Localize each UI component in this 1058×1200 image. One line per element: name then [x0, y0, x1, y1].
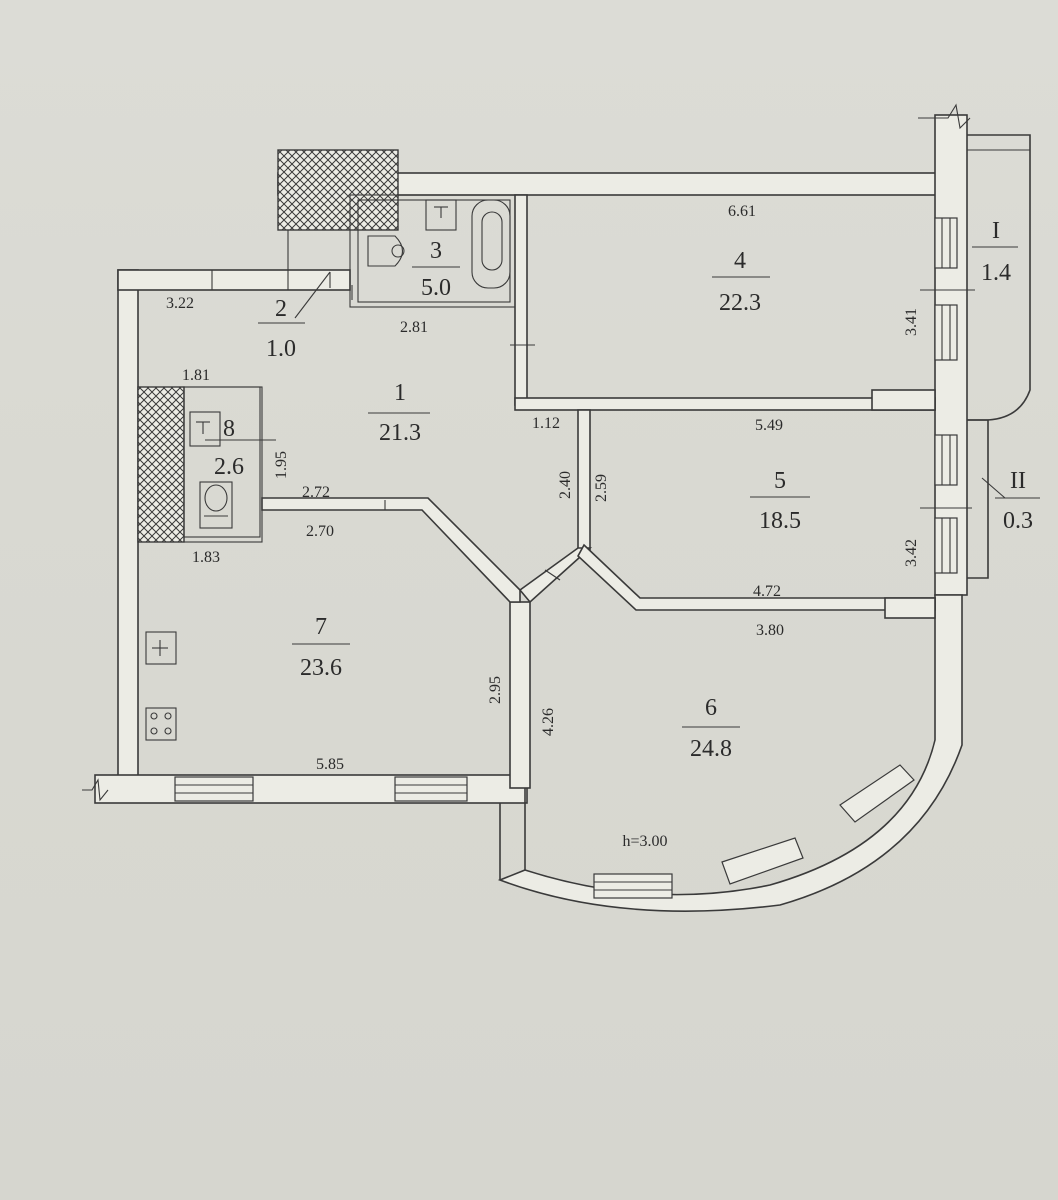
room-5-number: 5	[774, 468, 786, 494]
room-8-area: 2.6	[214, 454, 244, 480]
dim-4-26: 4.26	[540, 708, 557, 736]
dim-1-12: 1.12	[532, 415, 560, 432]
dim-1-81: 1.81	[182, 367, 210, 384]
dim-1-83: 1.83	[192, 549, 220, 566]
room-7-area: 23.6	[300, 655, 342, 681]
room-2-number: 2	[275, 296, 287, 322]
dim-2-81: 2.81	[400, 319, 428, 336]
dim-3-80: 3.80	[756, 622, 784, 639]
room-8-number: 8	[223, 416, 235, 442]
room-4-area: 22.3	[719, 290, 761, 316]
dim-2-72: 2.72	[302, 484, 330, 501]
balcony-I	[920, 134, 1031, 421]
dim-1-95: 1.95	[273, 451, 290, 479]
room-7-number: 7	[315, 614, 327, 640]
balcony-II	[920, 419, 1006, 579]
dim-3-42: 3.42	[903, 539, 920, 567]
dim-3-41: 3.41	[903, 308, 920, 336]
dim-4-72: 4.72	[753, 583, 781, 600]
balcony-I-number: I	[992, 218, 1000, 244]
break-mark-left	[82, 778, 109, 802]
balcony-II-number: II	[1010, 468, 1026, 494]
room-1-number: 1	[394, 380, 406, 406]
windows	[174, 217, 958, 899]
dim-5-49: 5.49	[755, 417, 783, 434]
room-2-area: 1.0	[266, 336, 296, 362]
room-6-number: 6	[705, 695, 717, 721]
balcony-II-area: 0.3	[1003, 508, 1033, 534]
room-5-area: 18.5	[759, 508, 801, 534]
ventilation-shaft-left	[137, 386, 185, 543]
balcony-I-area: 1.4	[981, 260, 1011, 286]
ventilation-shaft-top	[277, 149, 399, 231]
room-3-area: 5.0	[421, 275, 451, 301]
dim-2-59: 2.59	[593, 474, 610, 502]
internal-walls	[183, 194, 936, 619]
room-1-area: 21.3	[379, 420, 421, 446]
dim-2-70: 2.70	[306, 523, 334, 540]
break-mark-top	[918, 103, 971, 130]
dim-6-61: 6.61	[728, 203, 756, 220]
dim-3-22: 3.22	[166, 295, 194, 312]
room-3-number: 3	[430, 238, 442, 264]
ceiling-height: h=3.00	[622, 833, 667, 850]
room-4-number: 4	[734, 248, 746, 274]
dim-2-95: 2.95	[487, 676, 504, 704]
room-6-area: 24.8	[690, 736, 732, 762]
dim-2-40: 2.40	[557, 471, 574, 499]
fixtures	[145, 199, 511, 741]
door-ticks	[211, 270, 561, 581]
dim-5-85: 5.85	[316, 756, 344, 773]
fraction-bars	[205, 246, 1040, 728]
